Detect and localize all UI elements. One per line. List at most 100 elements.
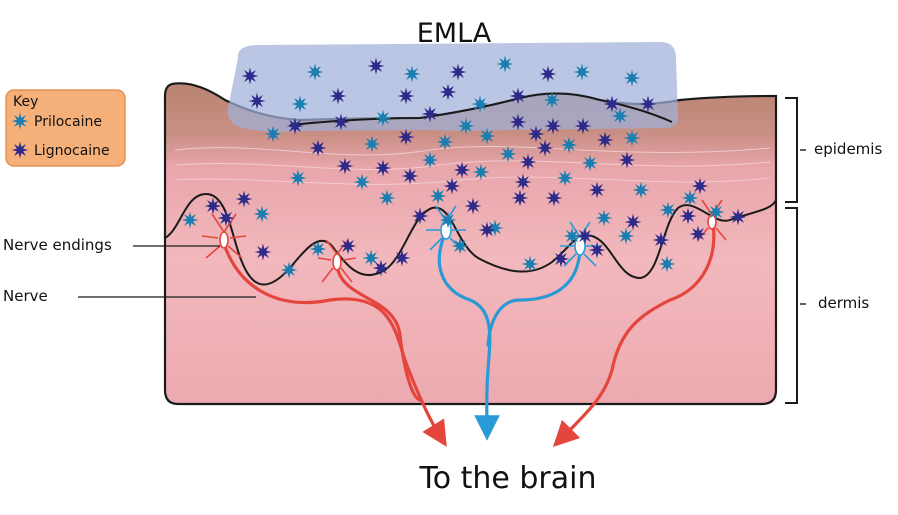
lignocaine-molecule [691, 177, 709, 195]
prilocaine-molecule [374, 109, 392, 127]
lignocaine-molecule [596, 131, 614, 149]
lignocaine-molecule [309, 139, 327, 157]
key-item-prilocaine: Prilocaine [34, 114, 102, 130]
prilocaine-molecule [471, 95, 489, 113]
lignocaine-molecule [552, 250, 570, 268]
prilocaine-molecule [611, 107, 629, 125]
lignocaine-molecule [421, 105, 439, 123]
prilocaine-molecule [659, 201, 677, 219]
lignocaine-molecule [574, 117, 592, 135]
nerve-blocked [437, 230, 582, 441]
prilocaine-molecule [306, 63, 324, 81]
prilocaine-molecule [496, 55, 514, 73]
dermis-bracket [785, 207, 798, 404]
prilocaine-star-icon [11, 112, 29, 130]
epidermis-bracket [785, 97, 798, 203]
lignocaine-molecule [367, 57, 385, 75]
prilocaine-molecule [521, 255, 539, 273]
lignocaine-molecule [652, 231, 670, 249]
lignocaine-molecule [374, 159, 392, 177]
diagram-title: EMLA [417, 18, 492, 49]
lignocaine-molecule [539, 65, 557, 83]
prilocaine-molecule [573, 63, 591, 81]
lignocaine-star-icon [11, 141, 29, 159]
lignocaine-molecule [544, 117, 562, 135]
prilocaine-molecule [472, 163, 490, 181]
nerve-ending-icon [317, 239, 357, 283]
lignocaine-molecule [639, 95, 657, 113]
lignocaine-molecule [439, 83, 457, 101]
prilocaine-molecule [421, 151, 439, 169]
prilocaine-molecule [581, 154, 599, 172]
lignocaine-molecule [588, 181, 606, 199]
lignocaine-molecule [286, 117, 304, 135]
lignocaine-molecule [453, 161, 471, 179]
prilocaine-molecule [623, 69, 641, 87]
lignocaine-star-icon [11, 141, 29, 159]
prilocaine-molecule [436, 133, 454, 151]
lignocaine-molecule [397, 87, 415, 105]
prilocaine-molecule [439, 211, 457, 229]
anaesthetic-molecules [181, 55, 747, 279]
lignocaine-molecule [248, 92, 266, 110]
prilocaine-molecule [658, 255, 676, 273]
prilocaine-molecule [478, 127, 496, 145]
prilocaine-molecule [556, 169, 574, 187]
lignocaine-molecule [449, 63, 467, 81]
prilocaine-molecule [451, 237, 469, 255]
lignocaine-molecule [536, 139, 554, 157]
prilocaine-molecule [309, 240, 327, 258]
key-item-lignocaine: Lignocaine [34, 143, 110, 159]
lignocaine-molecule [443, 177, 461, 195]
lignocaine-molecule [679, 207, 697, 225]
lignocaine-molecule [339, 237, 357, 255]
prilocaine-molecule [623, 129, 641, 147]
prilocaine-molecule [363, 135, 381, 153]
lignocaine-molecule [254, 243, 272, 261]
lignocaine-molecule [393, 249, 411, 267]
lignocaine-molecule [411, 207, 429, 225]
lignocaine-molecule [545, 189, 563, 207]
prilocaine-molecule [681, 189, 699, 207]
lignocaine-molecule [519, 153, 537, 171]
prilocaine-molecule [543, 91, 561, 109]
lignocaine-molecule [401, 167, 419, 185]
lignocaine-molecule [509, 87, 527, 105]
lignocaine-molecule [235, 190, 253, 208]
nerve-label: Nerve [3, 287, 48, 305]
key-legend: Key Prilocaine Lignocaine [5, 89, 126, 167]
prilocaine-molecule [560, 136, 578, 154]
prilocaine-molecule [264, 125, 282, 143]
lignocaine-molecule [372, 259, 390, 277]
nerve-endings-label: Nerve endings [3, 236, 112, 254]
lignocaine-molecule [336, 157, 354, 175]
lignocaine-molecule [241, 67, 259, 85]
prilocaine-molecule [181, 211, 199, 229]
prilocaine-molecule [595, 209, 613, 227]
prilocaine-molecule [429, 187, 447, 205]
prilocaine-molecule [632, 181, 650, 199]
lignocaine-molecule [204, 197, 222, 215]
nerve-ending-icon [201, 213, 247, 259]
nerve-pain-middle [335, 264, 422, 402]
lignocaine-molecule [478, 221, 496, 239]
lignocaine-molecule [329, 87, 347, 105]
prilocaine-molecule [617, 227, 635, 245]
epidermis-label: epidemis [814, 140, 882, 158]
lignocaine-molecule [624, 213, 642, 231]
epidermis-texture [174, 146, 771, 185]
prilocaine-molecule [457, 117, 475, 135]
key-box [5, 89, 126, 167]
lignocaine-molecule [217, 209, 235, 227]
footer-label: To the brain [419, 461, 597, 496]
skin-block [163, 82, 778, 406]
lignocaine-molecule [511, 189, 529, 207]
lignocaine-molecule [527, 125, 545, 143]
key-heading: Key [13, 94, 38, 110]
lignocaine-molecule [509, 113, 527, 131]
prilocaine-molecule [289, 169, 307, 187]
prilocaine-star-icon [11, 112, 29, 130]
lignocaine-molecule [332, 113, 350, 131]
prilocaine-molecule [353, 173, 371, 191]
